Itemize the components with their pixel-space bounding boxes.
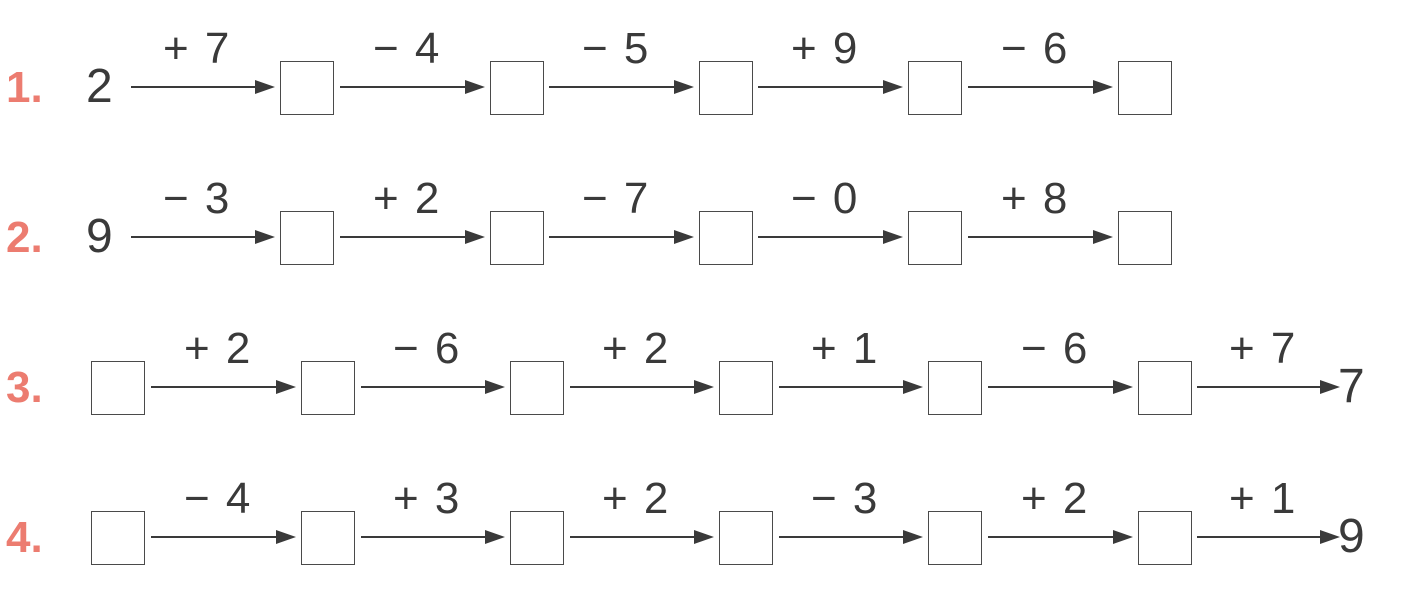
arrow bbox=[968, 230, 1113, 244]
operation-label: − 3 bbox=[811, 474, 880, 523]
operation-label: − 6 bbox=[393, 324, 462, 373]
answer-box[interactable] bbox=[1118, 61, 1172, 115]
answer-box[interactable] bbox=[490, 211, 544, 265]
answer-box[interactable] bbox=[510, 361, 564, 415]
arrow bbox=[340, 80, 485, 94]
problem-number: 1. bbox=[6, 63, 43, 112]
arrow bbox=[758, 80, 903, 94]
answer-box[interactable] bbox=[928, 511, 982, 565]
arrow bbox=[151, 530, 296, 544]
arrow bbox=[758, 230, 903, 244]
answer-box[interactable] bbox=[490, 61, 544, 115]
arrow bbox=[779, 380, 923, 394]
operation-label: + 2 bbox=[184, 324, 253, 373]
answer-box[interactable] bbox=[719, 361, 773, 415]
start-value: 9 bbox=[86, 210, 113, 263]
answer-box[interactable] bbox=[908, 211, 962, 265]
answer-box[interactable] bbox=[1138, 511, 1192, 565]
operation-label: + 3 bbox=[393, 474, 462, 523]
answer-box[interactable] bbox=[280, 211, 334, 265]
answer-box[interactable] bbox=[699, 61, 753, 115]
answer-box[interactable] bbox=[301, 361, 355, 415]
operation-label: − 3 bbox=[163, 174, 232, 223]
operation-label: + 9 bbox=[791, 24, 860, 73]
arrow bbox=[361, 530, 505, 544]
arrow bbox=[549, 80, 694, 94]
problem-number: 4. bbox=[6, 513, 43, 562]
arrow bbox=[151, 380, 296, 394]
operation-label: − 0 bbox=[791, 174, 860, 223]
operation-label: + 2 bbox=[1021, 474, 1090, 523]
operation-label: + 1 bbox=[811, 324, 880, 373]
operation-label: − 6 bbox=[1001, 24, 1070, 73]
answer-box[interactable] bbox=[91, 361, 145, 415]
answer-box[interactable] bbox=[908, 61, 962, 115]
operation-label: + 2 bbox=[602, 474, 671, 523]
answer-box[interactable] bbox=[510, 511, 564, 565]
arrow bbox=[340, 230, 485, 244]
operation-label: − 4 bbox=[373, 24, 442, 73]
answer-box[interactable] bbox=[1118, 211, 1172, 265]
arrow bbox=[1197, 530, 1340, 544]
arrow bbox=[988, 530, 1133, 544]
operation-label: + 2 bbox=[373, 174, 442, 223]
answer-box[interactable] bbox=[719, 511, 773, 565]
answer-box[interactable] bbox=[699, 211, 753, 265]
problem-number: 2. bbox=[6, 213, 43, 262]
operation-label: + 1 bbox=[1229, 474, 1298, 523]
operation-label: − 4 bbox=[184, 474, 253, 523]
arrow bbox=[988, 380, 1133, 394]
end-value: 9 bbox=[1338, 510, 1365, 563]
arrow bbox=[549, 230, 694, 244]
answer-box[interactable] bbox=[928, 361, 982, 415]
problem-number: 3. bbox=[6, 363, 43, 412]
arrow bbox=[968, 80, 1113, 94]
answer-box[interactable] bbox=[280, 61, 334, 115]
arrow bbox=[1197, 380, 1340, 394]
answer-box[interactable] bbox=[1138, 361, 1192, 415]
operation-label: + 7 bbox=[1229, 324, 1298, 373]
operation-label: + 2 bbox=[602, 324, 671, 373]
arrow bbox=[779, 530, 923, 544]
answer-box[interactable] bbox=[301, 511, 355, 565]
arrow bbox=[131, 80, 275, 94]
operation-label: − 5 bbox=[582, 24, 651, 73]
operation-label: + 8 bbox=[1001, 174, 1070, 223]
operation-label: − 6 bbox=[1021, 324, 1090, 373]
arrow bbox=[570, 530, 714, 544]
arrow bbox=[361, 380, 505, 394]
start-value: 2 bbox=[86, 60, 113, 113]
answer-box[interactable] bbox=[91, 511, 145, 565]
operation-label: + 7 bbox=[163, 24, 232, 73]
arrow bbox=[570, 380, 714, 394]
end-value: 7 bbox=[1338, 360, 1365, 413]
arrow bbox=[131, 230, 275, 244]
operation-label: − 7 bbox=[582, 174, 651, 223]
